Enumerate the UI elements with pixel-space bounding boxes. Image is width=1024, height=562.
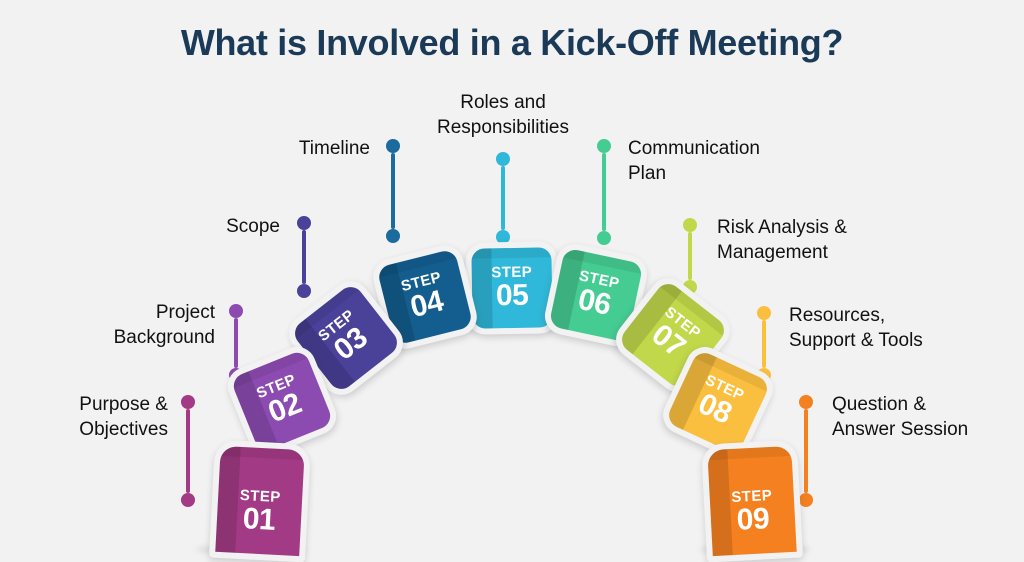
- step-09[interactable]: STEP 09: [700, 439, 804, 562]
- step-01-tile: [208, 439, 312, 562]
- connector-dot-top-06: [597, 139, 611, 153]
- callout-label-02: Project Background: [113, 302, 215, 348]
- connector-dot-bottom-06: [597, 231, 611, 245]
- callout-label-06: Communication Plan: [628, 138, 760, 184]
- connector-bar-07: [688, 232, 692, 280]
- connector-dot-bottom-03: [297, 284, 311, 298]
- connector-dot-bottom-05: [496, 230, 510, 244]
- connector-dot-top-05: [496, 152, 510, 166]
- connector-dot-bottom-09: [799, 493, 813, 507]
- connector-dot-bottom-04: [386, 229, 400, 243]
- connector-dot-top-04: [386, 139, 400, 153]
- step-09-tile: [700, 439, 804, 562]
- connector-bar-05: [501, 166, 505, 230]
- connector-bar-04: [391, 153, 395, 229]
- connector-dot-top-09: [799, 395, 813, 409]
- connector-bar-01: [186, 409, 190, 493]
- callout-label-09: Question & Answer Session: [832, 394, 969, 440]
- connector-bar-06: [602, 153, 606, 231]
- callout-label-07: Risk Analysis & Management: [717, 217, 847, 263]
- connector-bar-09: [804, 409, 808, 493]
- connector-dot-top-02: [229, 304, 243, 318]
- connector-dot-top-07: [683, 218, 697, 232]
- connector-dot-bottom-01: [181, 493, 195, 507]
- page-title: What is Involved in a Kick-Off Meeting?: [180, 22, 844, 63]
- connector-dot-top-08: [757, 306, 771, 320]
- connector-bar-03: [302, 230, 306, 284]
- callout-label-03: Scope: [226, 216, 280, 237]
- connector-dot-top-01: [181, 395, 195, 409]
- connector-bar-08: [762, 320, 766, 368]
- connector-bar-02: [234, 318, 238, 368]
- callout-label-05: Roles and Responsibilities: [436, 92, 569, 138]
- connector-dot-top-03: [297, 216, 311, 230]
- step-01[interactable]: STEP 01: [208, 439, 312, 562]
- callout-label-08: Resources, Support & Tools: [789, 305, 923, 351]
- callout-label-04: Timeline: [298, 138, 370, 159]
- callout-label-01: Purpose & Objectives: [79, 394, 168, 440]
